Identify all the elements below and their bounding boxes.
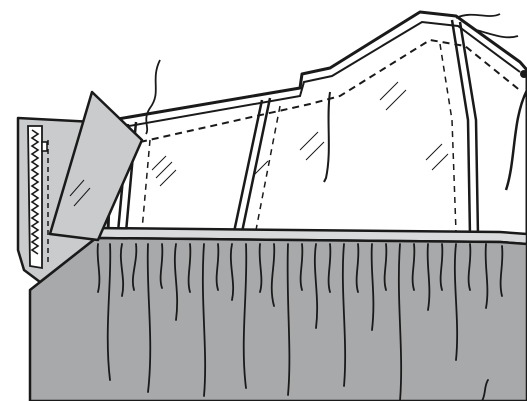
bodice-lining (108, 12, 527, 236)
thread-end-2 (456, 14, 500, 18)
gathered-skirt (30, 238, 527, 401)
skirt-body (30, 238, 527, 401)
